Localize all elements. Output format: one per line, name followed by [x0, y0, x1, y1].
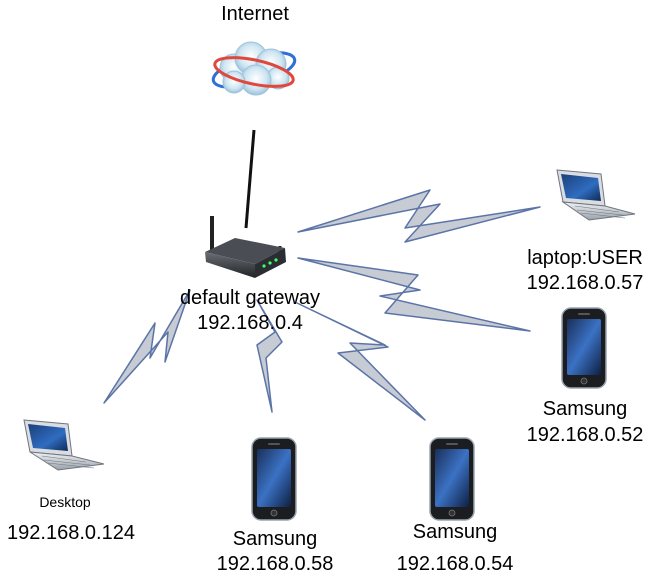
laptop-icon [556, 169, 636, 221]
internet-label: Internet [221, 3, 289, 25]
link-bolt-samsung-54 [296, 302, 426, 421]
link-bolt-samsung-52 [297, 257, 531, 332]
desktop-name-label: Desktop [39, 494, 91, 510]
uplink-antenna-line [244, 129, 256, 229]
samsung-58-name-label: Samsung [232, 528, 318, 550]
phone-icon-samsung-52 [561, 307, 607, 389]
desktop-laptop-icon [23, 419, 105, 471]
samsung-52-name-label: Samsung [542, 398, 628, 420]
internet-cloud-icon [211, 41, 297, 96]
laptop-user-name-label: laptop:USER [527, 247, 643, 269]
samsung-58-ip-label: 192.168.0.58 [216, 553, 334, 575]
samsung-54-name-label: Samsung [412, 521, 498, 543]
link-bolt-samsung-58 [256, 299, 283, 413]
laptop-user-ip-label: 192.168.0.57 [526, 272, 644, 294]
desktop-ip-label: 192.168.0.124 [7, 522, 135, 544]
gateway-name-label: default gateway [179, 287, 321, 309]
router-icon [205, 216, 286, 278]
samsung-54-ip-label: 192.168.0.54 [396, 553, 514, 575]
gateway-ip-label: 192.168.0.4 [197, 312, 303, 334]
link-bolt-desktop [103, 289, 191, 404]
wireless-links [103, 189, 541, 421]
link-bolt-laptop-user [297, 189, 541, 243]
phone-icon-samsung-54 [429, 437, 475, 521]
samsung-52-ip-label: 192.168.0.52 [526, 424, 644, 446]
phone-icon-samsung-58 [251, 437, 297, 521]
